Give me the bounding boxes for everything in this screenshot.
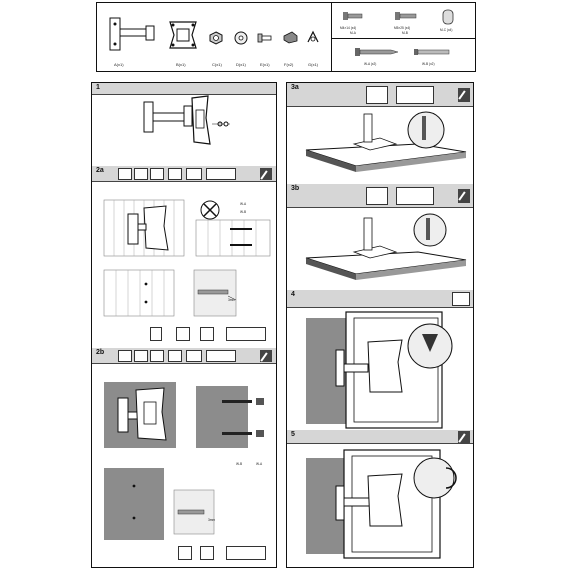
pencil-icon (458, 88, 470, 102)
step-2b-tool-1 (178, 546, 192, 560)
pencil-icon (458, 189, 470, 203)
part-g-clip-icon (307, 30, 319, 43)
step-1-assembly-illustration (143, 95, 230, 145)
step-4-two-person-icon (452, 292, 470, 306)
step-2b-toolbox-3 (150, 350, 164, 362)
part-a-wall-plate-icon (109, 17, 155, 51)
left-column-frame (91, 82, 277, 568)
anchor-wb-icon (414, 49, 450, 55)
screw-mb-icon (395, 12, 417, 20)
step-3b-number: 3b (291, 185, 300, 192)
step-5-adjust-tv-illustration (306, 449, 457, 559)
part-e-bolt-icon (257, 33, 272, 43)
step-2a-no-drywall-icon (200, 200, 220, 220)
step-2a-toolbox-6 (206, 168, 236, 180)
step-2a-tool-1 (150, 327, 162, 341)
step-2b-drill-holes (104, 468, 164, 540)
screw-ma-code: M-A (350, 31, 356, 35)
part-d-washer-icon (234, 31, 248, 45)
step-3a-check-icon (366, 86, 388, 104)
pencil-icon (458, 431, 470, 443)
step-2a-drill-holes (103, 269, 175, 317)
part-b-label: B(x1) (176, 62, 186, 67)
screw-ma-icon (343, 12, 363, 20)
step-2b-tool-2 (200, 546, 214, 560)
part-a-label: A(x1) (114, 62, 124, 67)
wood-screw-wa-icon (355, 48, 399, 56)
step-3b-tv-back-illustration (305, 213, 467, 280)
step-2a-toolbox-4 (168, 168, 182, 180)
part-c-label: C(x1) (212, 62, 222, 67)
step-2a-callout-wb: W-B (240, 210, 247, 214)
step-2b-number: 2b (96, 349, 105, 356)
step-2b-callout-wb: W-B (236, 462, 243, 466)
step-4-hang-tv-illustration (306, 311, 453, 429)
step-2b-concrete-screws (196, 386, 264, 448)
part-d-label: D(x1) (236, 62, 246, 67)
wood-screw-wa-code: W-A (x2) (364, 62, 377, 66)
step-1-header: 1 (92, 83, 276, 95)
step-2b-depth-label: 3mm (208, 518, 216, 522)
spacer-mc-code: M-C (x4) (440, 28, 453, 32)
screws-divider (331, 38, 476, 39)
step-2a-tool-2 (176, 327, 190, 341)
screw-ma-size: M4×14 (x4) (340, 26, 357, 30)
part-c-nut-icon (209, 31, 223, 45)
step-3b-check-icon (366, 187, 388, 205)
parts-divider (331, 2, 333, 72)
part-e-label: E(x1) (260, 62, 270, 67)
step-4-number: 4 (291, 291, 295, 298)
step-2a-depth-label: 3mm (228, 298, 236, 302)
step-2a-toolbox-3 (150, 168, 164, 180)
parts-list-panel (96, 2, 476, 72)
part-f-cap-icon (283, 31, 298, 44)
step-5-header: 5 (287, 430, 473, 444)
part-g-label: G(x1) (308, 62, 318, 67)
step-3a-tv-back-illustration (305, 111, 467, 172)
part-f-label: F(x2) (284, 62, 294, 67)
step-2a-wall-studs (103, 199, 185, 257)
anchor-wb-code: W-B (x2) (422, 62, 435, 66)
step-2b-toolbox-5 (186, 350, 202, 362)
step-2b-toolbox-4 (168, 350, 182, 362)
step-2b-tool-3 (226, 546, 266, 560)
pencil-icon (260, 168, 272, 180)
step-2a-callout-wa: W-A (240, 202, 247, 206)
step-4-header: 4 (287, 290, 473, 308)
step-2a-toolbox-2 (134, 168, 148, 180)
step-3a-cross-icon (396, 86, 434, 104)
step-2a-toolbox-5 (186, 168, 202, 180)
step-2a-stud-screws (195, 219, 271, 257)
step-2b-toolbox-2 (134, 350, 148, 362)
step-1-number: 1 (96, 84, 100, 91)
step-3a-number: 3a (291, 84, 299, 91)
step-2b-depth-detail (173, 489, 215, 535)
step-2b-callout-wa: W-A (256, 462, 263, 466)
step-2a-depth-detail (193, 269, 237, 317)
step-2a-toolbox-1 (118, 168, 132, 180)
step-2a-tool-4 (226, 327, 266, 341)
step-3b-cross-icon (396, 187, 434, 205)
screw-mb-size: M5×25 (x4) (394, 26, 411, 30)
step-2b-toolbox-6 (206, 350, 236, 362)
step-2a-number: 2a (96, 167, 104, 174)
right-column-frame (286, 82, 474, 568)
part-b-vesa-plate-icon (169, 21, 197, 49)
step-5-number: 5 (291, 431, 295, 438)
pencil-icon (260, 350, 272, 362)
screw-mb-code: M-B (402, 31, 408, 35)
spacer-mc-icon (442, 9, 454, 25)
step-2a-tool-3 (200, 327, 214, 341)
step-2b-toolbox-1 (118, 350, 132, 362)
step-2b-concrete-wall-mount (104, 382, 176, 448)
